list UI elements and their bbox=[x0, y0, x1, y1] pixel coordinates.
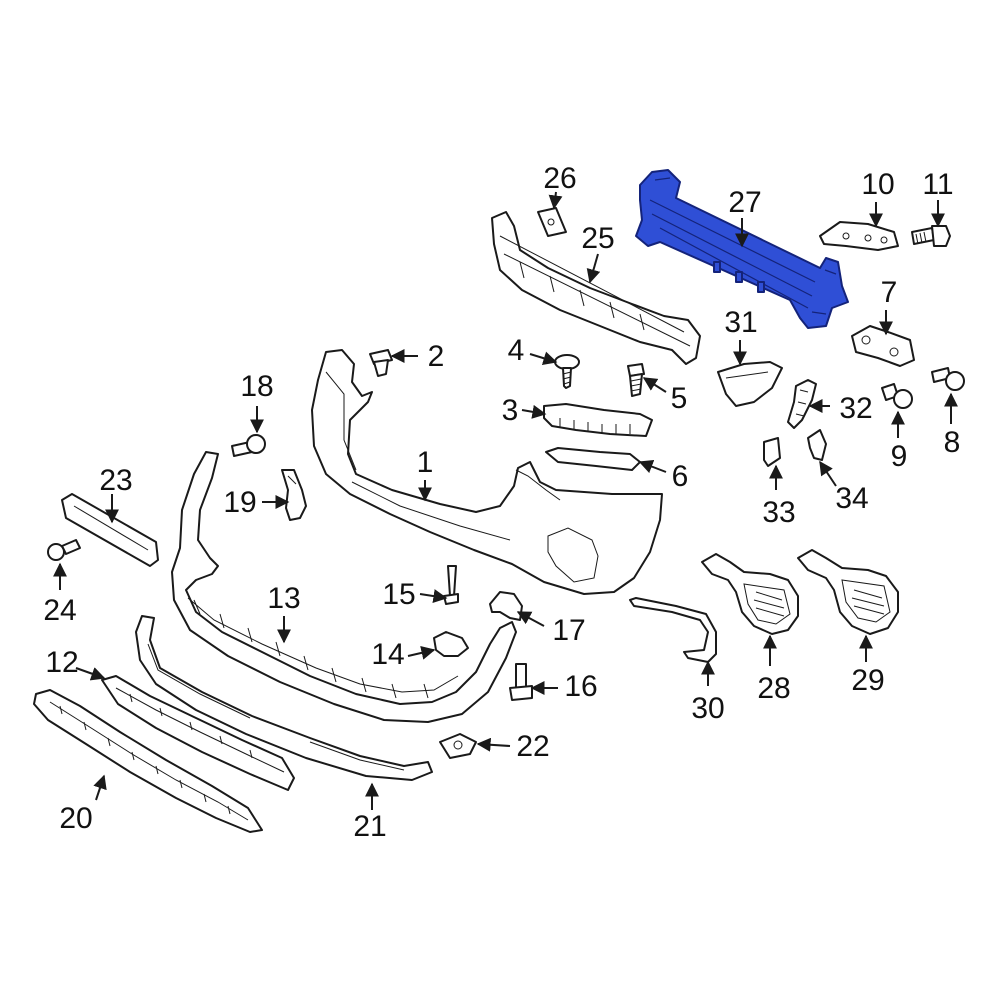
part-27-bumper-reinforcement[interactable] bbox=[635, 169, 849, 329]
callout-27: 27 bbox=[728, 186, 761, 219]
part-10-bracket[interactable] bbox=[819, 221, 899, 251]
leader-25 bbox=[586, 253, 601, 284]
part-30-trim[interactable] bbox=[629, 597, 717, 663]
callout-labels: 1 2 3 4 5 6 7 8 9 10 11 12 13 14 15 16 1… bbox=[43, 162, 960, 843]
callout-15: 15 bbox=[382, 578, 415, 611]
callout-14: 14 bbox=[371, 638, 404, 671]
callout-33: 33 bbox=[762, 496, 795, 529]
part-13-lower-cover[interactable] bbox=[171, 451, 517, 723]
callout-24: 24 bbox=[43, 594, 76, 627]
part-28-fog-bezel-left[interactable] bbox=[701, 553, 799, 635]
callout-7: 7 bbox=[881, 276, 898, 309]
callout-26: 26 bbox=[543, 162, 576, 195]
callout-32: 32 bbox=[839, 392, 872, 425]
leader-26 bbox=[548, 191, 563, 210]
leader-lines bbox=[53, 191, 958, 810]
callout-4: 4 bbox=[508, 334, 525, 367]
callout-30: 30 bbox=[691, 692, 724, 725]
leader-12 bbox=[75, 667, 106, 681]
leader-6 bbox=[638, 459, 667, 474]
leader-20 bbox=[93, 774, 107, 801]
part-33-clip[interactable] bbox=[763, 437, 781, 467]
callout-5: 5 bbox=[671, 382, 688, 415]
callout-1: 1 bbox=[417, 446, 434, 479]
leader-5 bbox=[642, 377, 667, 393]
callout-6: 6 bbox=[672, 460, 689, 493]
part-31-deflector[interactable] bbox=[717, 361, 783, 407]
callout-31: 31 bbox=[724, 306, 757, 339]
leader-17 bbox=[516, 611, 545, 627]
callout-16: 16 bbox=[564, 670, 597, 703]
part-26-label[interactable] bbox=[537, 207, 567, 237]
callout-2: 2 bbox=[428, 340, 445, 373]
part-32-bracket[interactable] bbox=[787, 379, 817, 429]
part-25-energy-absorber[interactable] bbox=[491, 211, 701, 365]
callout-20: 20 bbox=[59, 802, 92, 835]
part-17-bracket[interactable] bbox=[489, 591, 523, 621]
part-20-lower-grille[interactable] bbox=[33, 689, 263, 833]
callout-34: 34 bbox=[835, 482, 868, 515]
callout-22: 22 bbox=[516, 730, 549, 763]
part-14-clip[interactable] bbox=[433, 631, 469, 657]
part-2-push-clip[interactable] bbox=[369, 349, 393, 377]
part-21-lower-strip[interactable] bbox=[135, 615, 433, 781]
callout-8: 8 bbox=[944, 426, 961, 459]
part-19-cap[interactable] bbox=[281, 469, 307, 521]
part-7-bracket[interactable] bbox=[851, 325, 915, 367]
part-11-bolt[interactable] bbox=[911, 225, 951, 247]
leader-3 bbox=[521, 404, 547, 419]
part-29-fog-bezel-right[interactable] bbox=[797, 549, 899, 635]
callout-11: 11 bbox=[922, 168, 953, 201]
part-24-screw[interactable] bbox=[47, 539, 81, 561]
callout-25: 25 bbox=[581, 222, 614, 255]
part-5-bolt[interactable] bbox=[627, 363, 645, 397]
callout-10: 10 bbox=[861, 168, 894, 201]
leader-34 bbox=[819, 460, 837, 487]
leader-22 bbox=[476, 737, 511, 752]
callout-9: 9 bbox=[891, 440, 908, 473]
part-1-bumper-cover[interactable] bbox=[311, 349, 663, 595]
part-9-bolt[interactable] bbox=[881, 383, 913, 409]
callout-23: 23 bbox=[99, 464, 132, 497]
part-16-bolt[interactable] bbox=[509, 663, 533, 701]
part-12-trim-strip[interactable] bbox=[101, 675, 295, 791]
leader-14 bbox=[407, 646, 436, 660]
callout-18: 18 bbox=[240, 370, 273, 403]
part-3-bracket[interactable] bbox=[543, 403, 653, 437]
part-4-screw[interactable] bbox=[554, 354, 580, 389]
callout-17: 17 bbox=[552, 614, 585, 647]
part-15-bolt[interactable] bbox=[443, 565, 459, 605]
callout-3: 3 bbox=[502, 394, 519, 427]
leader-4 bbox=[529, 351, 558, 365]
callout-21: 21 bbox=[353, 810, 386, 843]
callout-28: 28 bbox=[757, 672, 790, 705]
callout-19: 19 bbox=[223, 486, 256, 519]
callout-29: 29 bbox=[851, 664, 884, 697]
callout-13: 13 bbox=[267, 582, 300, 615]
part-22-nut[interactable] bbox=[439, 733, 477, 759]
part-23-license-bracket[interactable] bbox=[61, 493, 159, 567]
part-8-bolt[interactable] bbox=[931, 367, 965, 391]
part-6-trim-strip[interactable] bbox=[545, 447, 641, 471]
leader-15 bbox=[419, 589, 448, 604]
part-18-bolt[interactable] bbox=[231, 434, 266, 457]
callout-12: 12 bbox=[45, 646, 78, 679]
part-34-clip[interactable] bbox=[807, 429, 827, 461]
